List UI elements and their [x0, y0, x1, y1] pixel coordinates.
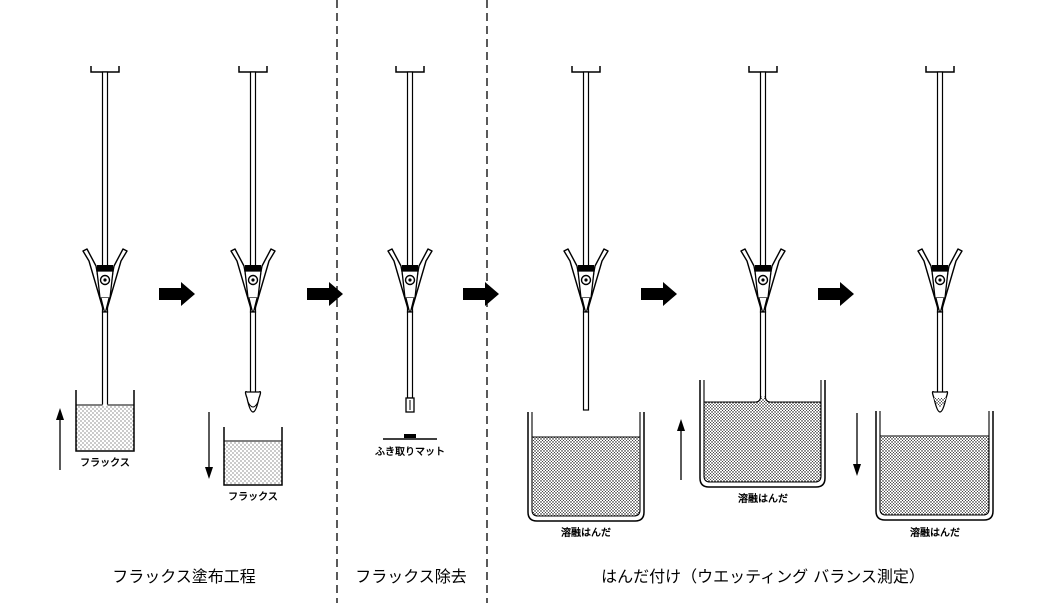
up-arrow: [56, 408, 64, 470]
step-1-flux-dip: フラックス: [56, 65, 135, 470]
process-arrow-1: [159, 282, 195, 306]
step-4-solder-start: 溶融はんだ: [527, 65, 645, 539]
step-5-solder-immersion: 溶融はんだ: [677, 65, 826, 505]
stage-label-soldering: はんだ付け（ウエッティング バランス測定）: [601, 567, 925, 586]
step-2-flux-lift: フラックス: [205, 65, 283, 503]
process-arrow-5: [818, 282, 854, 306]
flux-label-2: フラックス: [228, 491, 278, 503]
stage-label-flux-coating: フラックス塗布工程: [112, 567, 256, 586]
up-arrow-2: [677, 419, 685, 480]
step-6-solder-withdrawal: 溶融はんだ: [853, 65, 994, 539]
wipe-mat-label: ふき取りマット: [375, 446, 445, 458]
molten-solder-label-3: 溶融はんだ: [910, 526, 960, 539]
process-arrow-3: [463, 282, 499, 306]
flux-label: フラックス: [80, 457, 130, 469]
step-3-flux-removal: ふき取りマット: [375, 65, 445, 458]
molten-solder-label-2: 溶融はんだ: [738, 492, 788, 505]
process-arrow-4: [641, 282, 677, 306]
down-arrow-2: [853, 413, 861, 476]
stage-label-flux-removal: フラックス除去: [355, 567, 467, 586]
down-arrow: [205, 412, 213, 479]
molten-solder-label: 溶融はんだ: [561, 526, 611, 539]
